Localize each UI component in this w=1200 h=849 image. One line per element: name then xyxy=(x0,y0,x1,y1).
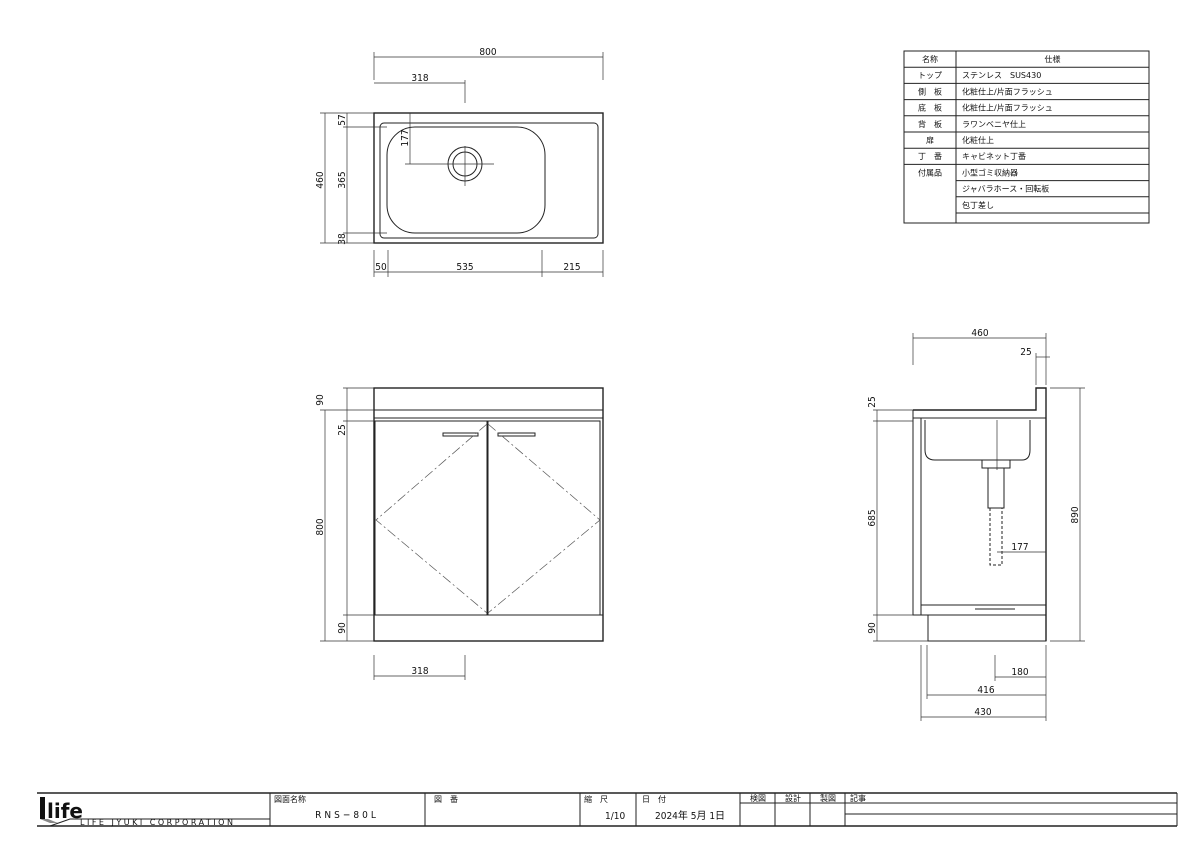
front-view: 90 25 800 90 318 xyxy=(315,387,604,680)
dim-177: 177 xyxy=(400,129,411,146)
dim-318: 318 xyxy=(411,666,428,677)
spec-item-value: 小型ゴミ収納器 xyxy=(962,167,1018,177)
dim-460: 460 xyxy=(971,328,988,339)
spec-item-name: 側 板 xyxy=(918,86,942,96)
dim-177: 177 xyxy=(1011,542,1028,553)
drawing-number-label: 図 番 xyxy=(434,794,458,804)
company-logo: life xyxy=(40,797,270,827)
dim-318: 318 xyxy=(411,73,428,84)
date-value: 2024年 5月 1日 xyxy=(655,809,725,822)
spec-item-name: 扉 xyxy=(926,135,934,145)
spec-item-value: 化粧仕上/片面フラッシュ xyxy=(962,86,1053,96)
spec-item-name: トップ xyxy=(918,71,942,80)
dim-460: 460 xyxy=(315,171,326,188)
dim-25: 25 xyxy=(867,396,878,407)
drain-pipe-icon xyxy=(987,467,1005,509)
design-label: 設計 xyxy=(785,793,801,803)
dim-535: 535 xyxy=(456,262,473,273)
drawing-name-label: 図面名称 xyxy=(274,794,306,804)
notes-label: 記事 xyxy=(850,793,866,803)
spec-item-value: ラワンベニヤ仕上 xyxy=(962,119,1026,129)
dim-90: 90 xyxy=(315,394,326,406)
company-name: LIFE JYUKI CORPORATION xyxy=(80,818,235,827)
scale-value: 1/10 xyxy=(605,811,625,822)
spec-item-value: ジャバラホース・回転板 xyxy=(962,184,1049,194)
dim-50: 50 xyxy=(375,262,387,273)
dim-57: 57 xyxy=(337,114,348,125)
dim-800: 800 xyxy=(315,518,326,535)
dim-90: 90 xyxy=(867,622,878,634)
drawing-name: RNS−80L xyxy=(315,810,379,821)
spec-item-name: 付属品 xyxy=(918,167,942,177)
svg-text:life: life xyxy=(47,799,83,823)
dim-38: 38 xyxy=(337,233,348,245)
dim-365: 365 xyxy=(337,171,348,188)
check-label: 検図 xyxy=(750,793,766,803)
dim-685: 685 xyxy=(867,509,878,526)
dim-416: 416 xyxy=(977,685,994,696)
dim-430: 430 xyxy=(974,707,991,718)
spec-item-name: 背 板 xyxy=(918,119,942,129)
draft-label: 製図 xyxy=(820,793,836,803)
title-block: life LIFE JYUKI CORPORATION 図面名称 RNS−80L… xyxy=(37,792,1178,827)
spec-table: 名称仕様トップステンレス SUS430側 板化粧仕上/片面フラッシュ底 板化粧仕… xyxy=(903,50,1150,224)
spec-item-name: 丁 番 xyxy=(918,151,942,161)
top-view: 800 318 460 57 365 38 177 50 535 215 xyxy=(315,47,604,277)
spec-item-value: 化粧仕上 xyxy=(962,135,994,145)
dim-25: 25 xyxy=(337,424,348,435)
spec-item-name: 底 板 xyxy=(918,103,942,113)
spec-item-value: 包丁差し xyxy=(962,200,994,210)
scale-label: 縮 尺 xyxy=(584,794,608,804)
dim-215: 215 xyxy=(563,262,580,273)
dim-180: 180 xyxy=(1011,667,1028,678)
handle-icon xyxy=(497,432,536,437)
dim-890: 890 xyxy=(1070,506,1081,523)
header-spec: 仕様 xyxy=(1045,54,1061,64)
date-label: 日 付 xyxy=(642,794,666,804)
header-name: 名称 xyxy=(922,54,938,64)
handle-icon xyxy=(442,432,479,437)
side-view: 460 25 890 25 685 90 177 180 416 430 xyxy=(867,328,1085,721)
left-door xyxy=(374,420,488,616)
spec-item-value: 化粧仕上/片面フラッシュ xyxy=(962,103,1053,113)
spec-item-value: キャビネット丁番 xyxy=(962,151,1026,161)
dim-90: 90 xyxy=(337,622,348,634)
right-door xyxy=(487,420,601,616)
spec-item-value: ステンレス SUS430 xyxy=(962,71,1041,80)
dim-25: 25 xyxy=(1020,347,1031,358)
dim-800: 800 xyxy=(479,47,496,58)
